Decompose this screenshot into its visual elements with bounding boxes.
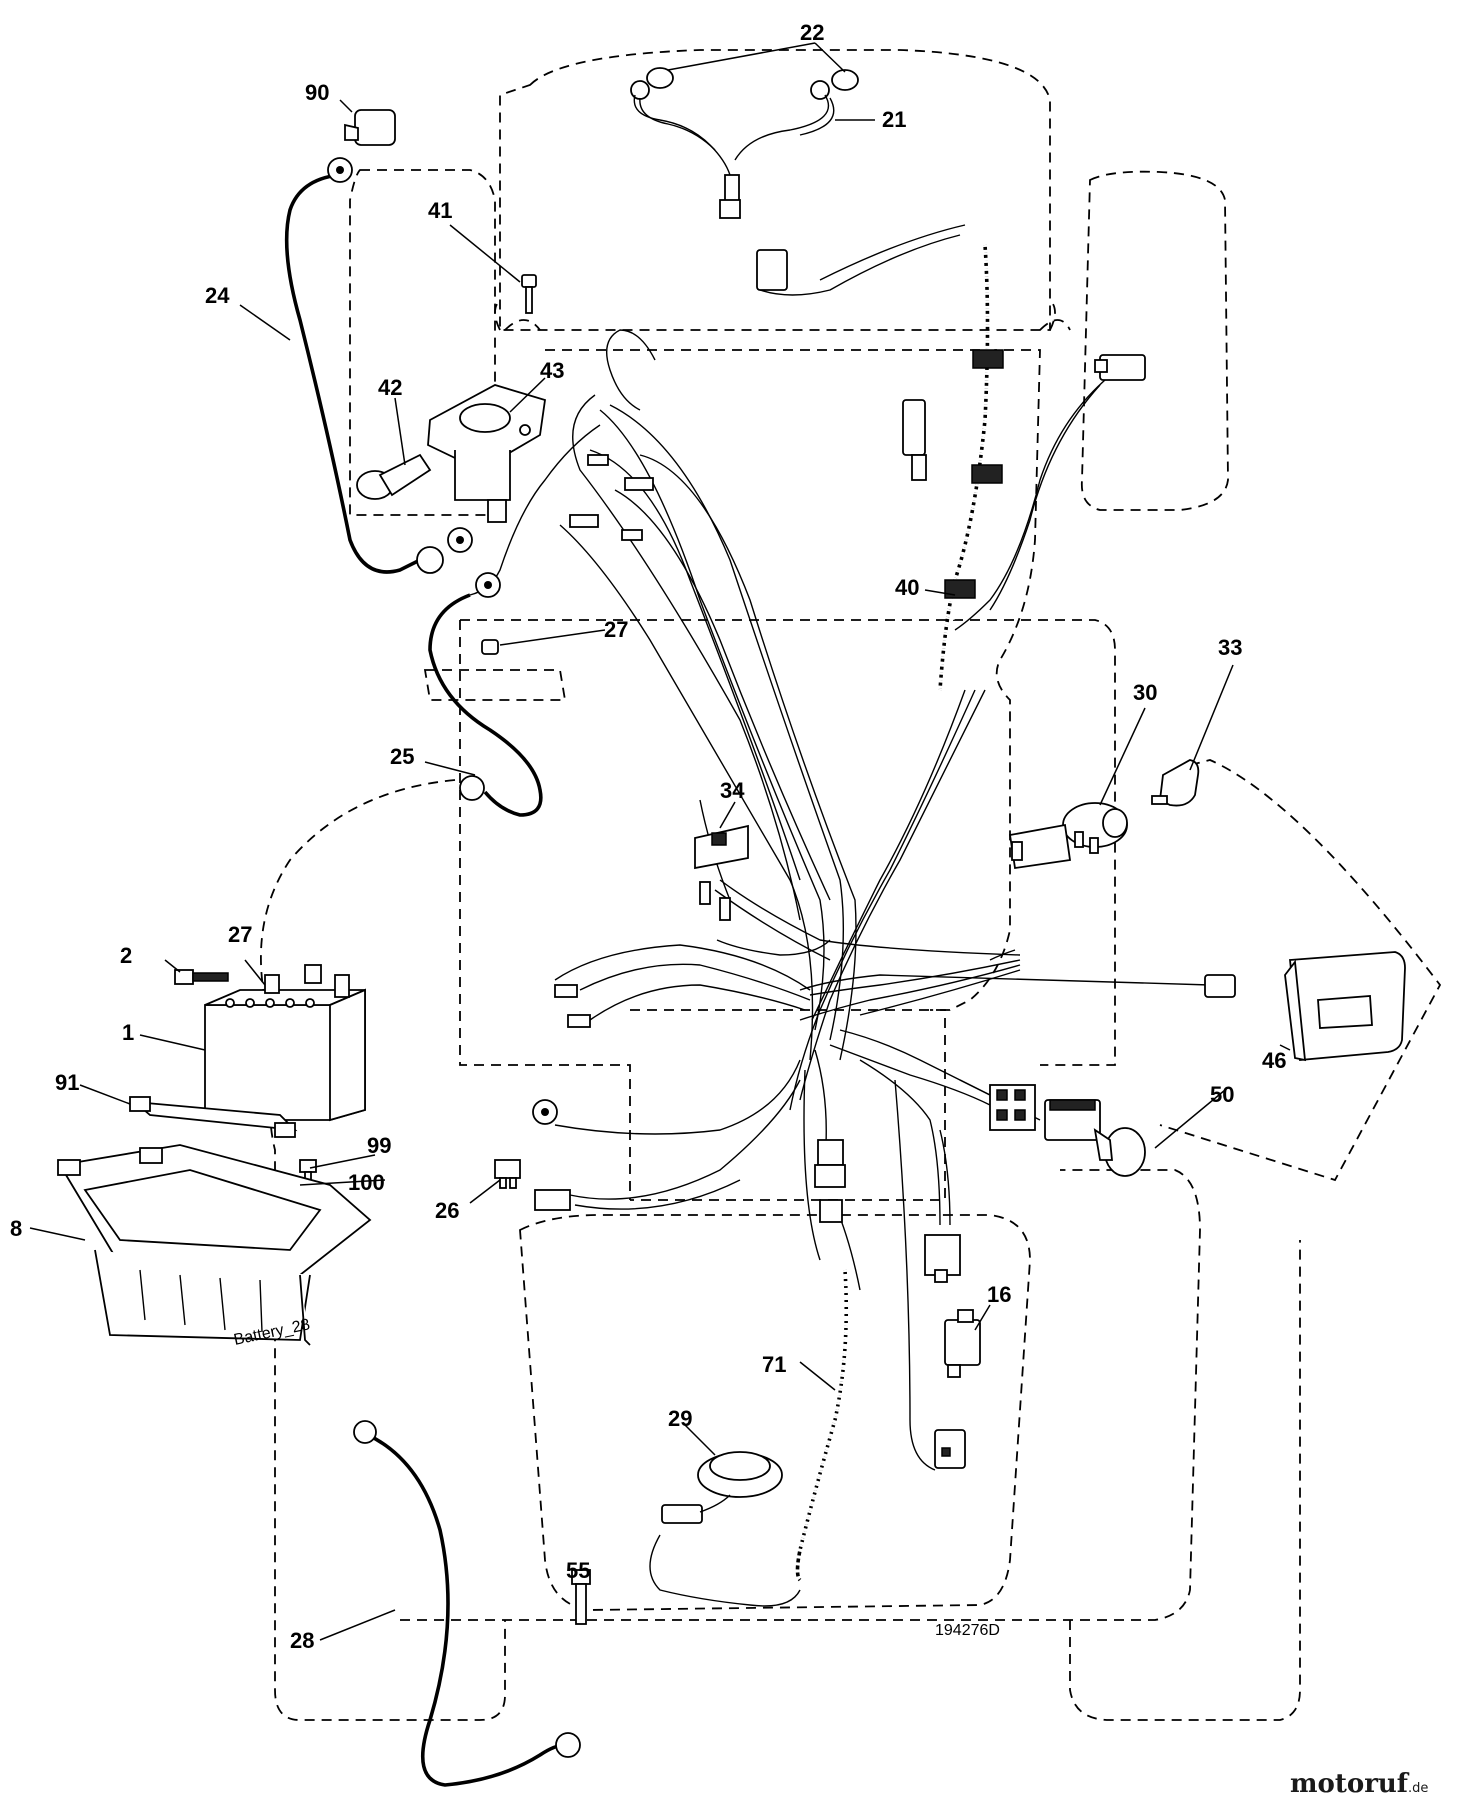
watermark-suffix: .de bbox=[1408, 1781, 1428, 1796]
part-2-bolt bbox=[174, 969, 229, 985]
part-91-strap bbox=[129, 1096, 298, 1138]
callout-21: 21 bbox=[882, 107, 906, 132]
part-22-lamps bbox=[630, 67, 859, 100]
part-46-hour-meter bbox=[1284, 951, 1406, 1062]
callout-28: 28 bbox=[290, 1628, 314, 1653]
part-1-battery bbox=[204, 974, 366, 1122]
cable-24 bbox=[284, 173, 431, 574]
callout-2: 2 bbox=[120, 943, 132, 968]
battery-cables bbox=[284, 173, 566, 1787]
cable-25 bbox=[428, 593, 543, 817]
part-16-seat-switch bbox=[944, 1309, 981, 1378]
callout-91: 91 bbox=[55, 1070, 79, 1095]
part-27-nut bbox=[304, 964, 322, 984]
connector-bottom-right bbox=[934, 1429, 966, 1469]
callout-55: 55 bbox=[566, 1558, 590, 1583]
connector-upper-left-harness bbox=[756, 249, 927, 481]
callout-1: 1 bbox=[122, 1020, 134, 1045]
callout-42: 42 bbox=[378, 375, 402, 400]
harness-spade-terminals bbox=[554, 454, 654, 1028]
callout-33: 33 bbox=[1218, 635, 1242, 660]
part-21-lamp-harness bbox=[633, 94, 835, 219]
part-8-battery-tray bbox=[57, 1144, 372, 1346]
callout-50: 50 bbox=[1210, 1082, 1234, 1107]
callout-100: 100 bbox=[348, 1170, 385, 1195]
callout-27-upper: 27 bbox=[604, 617, 628, 642]
watermark: motoruf.de bbox=[1290, 1769, 1428, 1799]
callout-25: 25 bbox=[390, 744, 414, 769]
callout-24: 24 bbox=[205, 283, 230, 308]
figure-number: 194276D bbox=[935, 1622, 1000, 1639]
callout-71: 71 bbox=[762, 1352, 786, 1377]
callout-90: 90 bbox=[305, 80, 329, 105]
part-26-fuse bbox=[494, 1159, 571, 1211]
part-30-ignition-switch bbox=[1062, 802, 1128, 854]
part-43-solenoid bbox=[427, 384, 547, 523]
lug-connectors bbox=[353, 527, 581, 1758]
cable-28 bbox=[367, 1433, 566, 1787]
callout-8: 8 bbox=[10, 1216, 22, 1241]
callout-27-battery: 27 bbox=[228, 922, 252, 947]
connector-upper-right bbox=[1094, 354, 1146, 381]
callout-22: 22 bbox=[800, 20, 824, 45]
callout-43: 43 bbox=[540, 358, 564, 383]
callout-26: 26 bbox=[435, 1198, 459, 1223]
leader-lines bbox=[29, 42, 1291, 1641]
connector-center-bottom bbox=[814, 1139, 961, 1283]
callout-41: 41 bbox=[428, 198, 452, 223]
callout-30: 30 bbox=[1133, 680, 1157, 705]
connector-center-right bbox=[1008, 823, 1072, 870]
part-55-bolt bbox=[571, 1569, 591, 1625]
part-50-pto-switch bbox=[1044, 1099, 1146, 1177]
callout-40: 40 bbox=[895, 575, 919, 600]
connector-plug-right bbox=[989, 1084, 1036, 1131]
ring-lug-lower bbox=[532, 1099, 558, 1125]
part-29-horn bbox=[661, 1451, 783, 1524]
part-40-conduit bbox=[933, 244, 1004, 691]
part-34-switch bbox=[694, 824, 749, 921]
part-33-key bbox=[1151, 759, 1200, 807]
callout-46: 46 bbox=[1262, 1048, 1286, 1073]
chassis-outlines bbox=[260, 49, 1442, 1721]
callout-99: 99 bbox=[367, 1133, 391, 1158]
part-90-terminal-boot bbox=[327, 109, 396, 183]
part-41-bolt bbox=[521, 274, 537, 314]
part-42-boot bbox=[356, 453, 432, 500]
part-71-coiled-harness bbox=[649, 1269, 855, 1607]
callout-29: 29 bbox=[668, 1406, 692, 1431]
callout-16: 16 bbox=[987, 1282, 1011, 1307]
callout-34: 34 bbox=[720, 778, 745, 803]
connector-46 bbox=[1204, 974, 1236, 998]
watermark-main: motoruf bbox=[1290, 1769, 1410, 1799]
